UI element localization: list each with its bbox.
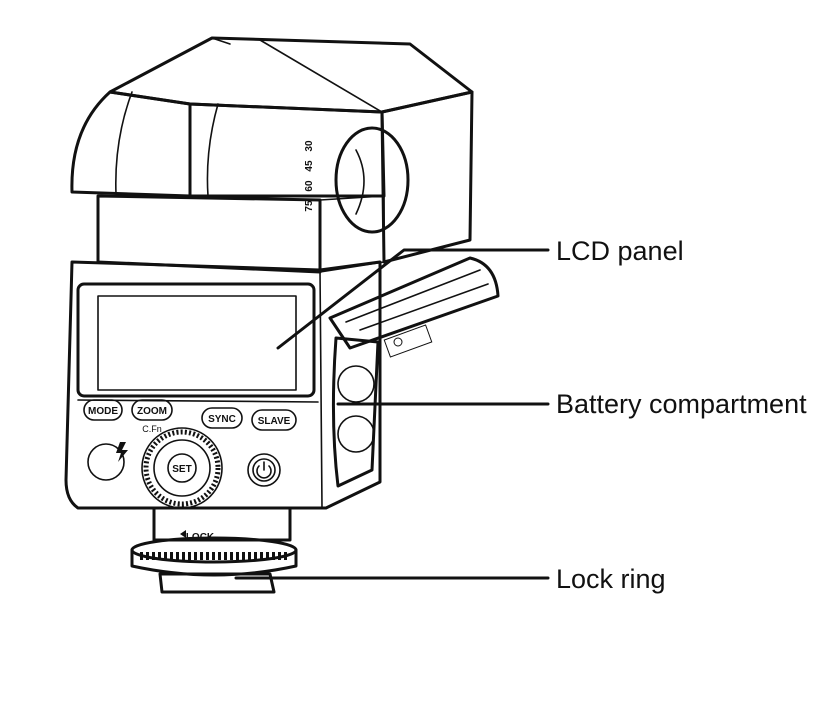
svg-text:MODE: MODE xyxy=(88,406,118,417)
lock-ring[interactable] xyxy=(130,536,298,577)
power-icon xyxy=(256,465,272,479)
svg-text:SYNC: SYNC xyxy=(208,414,236,425)
callout-lcd-panel: LCD panel xyxy=(556,236,684,266)
zoom-scale-75: 75 xyxy=(304,200,315,212)
callout-battery-compartment: Battery compartment xyxy=(556,389,807,419)
battery-door[interactable] xyxy=(328,256,500,488)
slave-button[interactable]: SLAVE xyxy=(251,409,297,431)
cfn-label: C.Fn xyxy=(142,424,162,434)
control-buttons: MODE ZOOM C.Fn SYNC SLAVE SET xyxy=(83,399,297,509)
svg-text:SET: SET xyxy=(172,464,191,475)
test-flash-button[interactable] xyxy=(87,442,128,481)
zoom-scale-60: 60 xyxy=(304,180,315,192)
mode-button[interactable]: MODE xyxy=(83,399,123,421)
set-button[interactable]: SET xyxy=(167,453,197,483)
foot-plate xyxy=(158,572,276,594)
lcd-frame xyxy=(76,282,316,398)
svg-text:SLAVE: SLAVE xyxy=(258,416,291,427)
callout-lock-ring: Lock ring xyxy=(556,564,666,594)
flash-head: 30 45 60 75 xyxy=(70,36,474,264)
zoom-scale-30: 30 xyxy=(304,140,315,152)
power-button[interactable] xyxy=(247,453,281,487)
lightning-icon xyxy=(116,442,128,462)
zoom-scale-45: 45 xyxy=(304,160,315,172)
lcd-leader-line xyxy=(276,248,550,350)
callout-leaders xyxy=(234,248,550,580)
arrow-left-icon xyxy=(180,530,186,538)
head-side-dial-icon xyxy=(334,126,410,234)
battery-slot-2 xyxy=(337,415,375,453)
zoom-button[interactable]: ZOOM xyxy=(131,399,173,421)
lcd-screen xyxy=(97,295,297,391)
svg-text:ZOOM: ZOOM xyxy=(137,406,167,417)
battery-slot-1 xyxy=(337,365,375,403)
zoom-scale-labels: 30 45 60 75 xyxy=(304,140,315,212)
sync-button[interactable]: SYNC xyxy=(201,407,243,429)
flash-body xyxy=(64,260,382,510)
